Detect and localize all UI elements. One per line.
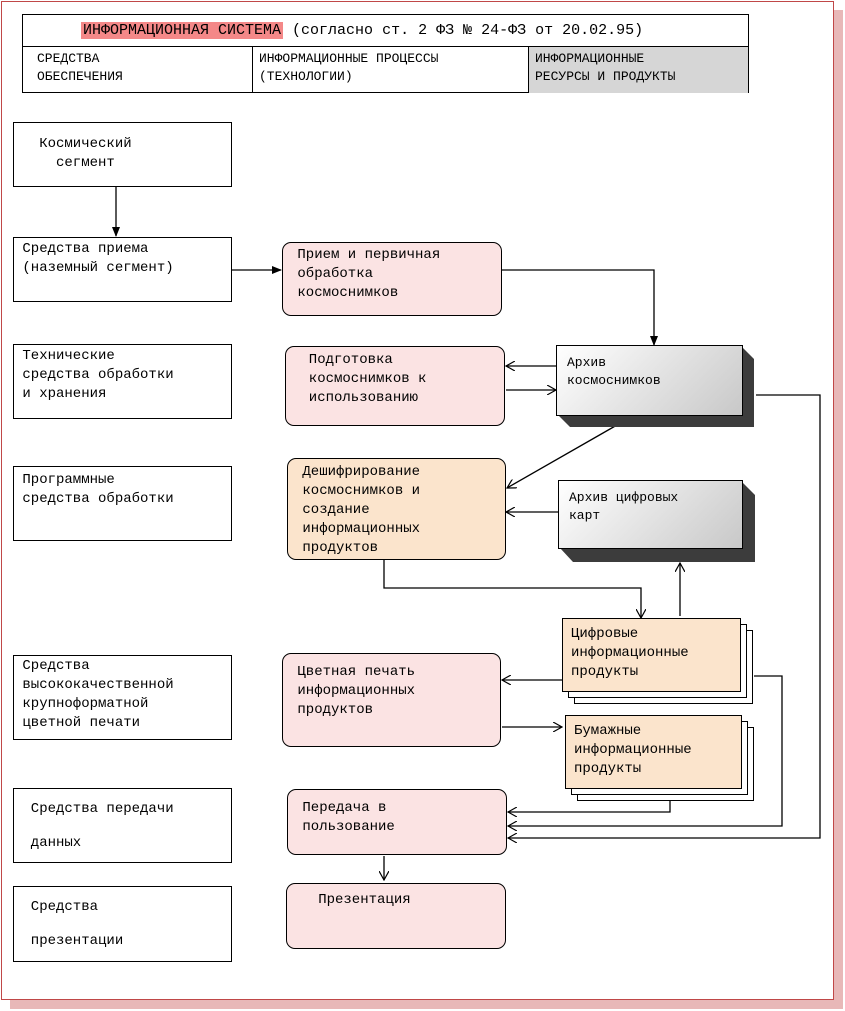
resource-paper-products: Бумажные информационные продукты [565,715,755,801]
header-col-resources: ИНФОРМАЦИОННЫЕ РЕСУРСЫ И ПРОДУКТЫ [529,47,748,93]
resource-map-archive: Архив цифровых карт [558,480,756,562]
arrow-archive-to-transfer [508,394,821,838]
header-title-rest: (согласно ст. 2 ФЗ № 24-ФЗ от 20.02.95) [283,22,644,39]
header-title: ИНФОРМАЦИОННАЯ СИСТЕМА (согласно ст. 2 Ф… [23,15,748,47]
arrow-archive-to-decoding [507,424,618,488]
process-presentation: Презентация [286,883,506,949]
map-archive-3d-shadow [560,482,755,562]
header-table: ИНФОРМАЦИОННАЯ СИСТЕМА (согласно ст. 2 Ф… [22,14,749,93]
means-space-segment: Космический сегмент [13,122,232,187]
process-reception: Прием и первичная обработка космоснимков [282,242,502,316]
means-reception: Средства приема (наземный сегмент) [13,237,232,302]
header-col-processes: ИНФОРМАЦИОННЫЕ ПРОЦЕССЫ (ТЕХНОЛОГИИ) [253,47,529,93]
means-transfer: Средства передачи данных [13,788,232,863]
process-decoding: Дешифрирование космоснимков и создание и… [287,458,506,560]
arrow-paper-to-transfer [508,801,671,812]
archive-3d-shadow [558,347,754,427]
means-technical: Технические средства обработки и хранени… [13,344,232,419]
arrow-decoding-to-digital [383,560,641,618]
digital-products-label: Цифровые информационные продукты [562,618,741,692]
paper-products-label: Бумажные информационные продукты [565,715,742,789]
means-printing: Средства высококачественной крупноформат… [13,655,232,740]
process-preparation: Подготовка космоснимков к использованию [285,346,505,426]
header-col-means: СРЕДСТВА ОБЕСПЕЧЕНИЯ [23,47,253,93]
header-title-highlight: ИНФОРМАЦИОННАЯ СИСТЕМА [81,22,284,39]
arrow-digital-to-transfer [508,675,783,826]
process-printing: Цветная печать информационных продуктов [282,653,501,747]
means-presentation: Средства презентации [13,886,232,962]
resource-image-archive: Архив космоснимков [556,345,756,427]
means-software: Программные средства обработки [13,466,232,541]
resource-digital-products: Цифровые информационные продукты [562,618,754,704]
arrow-reception-to-archive [502,269,658,346]
image-archive-label: Архив космоснимков [556,345,743,416]
map-archive-label: Архив цифровых карт [558,480,743,549]
process-transfer: Передача в пользование [287,789,507,855]
